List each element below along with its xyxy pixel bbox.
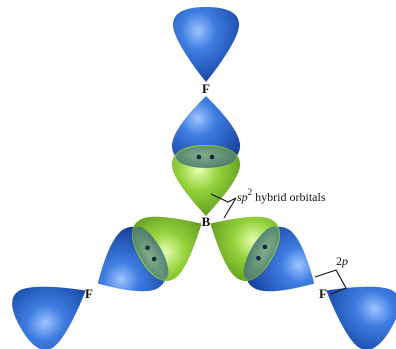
p-orbital-leader-line — [314, 269, 347, 295]
fluorine-top-outer-2p-lobe — [172, 7, 240, 82]
fluorine-top-group — [171, 7, 241, 216]
bond-overlap-top — [176, 146, 236, 168]
fluorine-left-group — [12, 216, 202, 349]
p-orbital-number: 2 — [336, 254, 342, 268]
p-orbital-letter: p — [341, 254, 348, 268]
boron-label: B — [202, 214, 211, 229]
hybrid-prefix: sp — [237, 190, 248, 204]
bond-electron-dot — [262, 244, 268, 250]
fluorine-left-outer-2p-lobe — [12, 286, 86, 349]
p-orbital-annotation: 2p — [336, 254, 348, 268]
fluorine-right-group — [210, 216, 396, 349]
bond-electron-dot — [256, 255, 261, 261]
hybrid-superscript: 2 — [248, 187, 253, 197]
bond-electron-dot — [145, 245, 150, 251]
fluorine-right-label: F — [319, 286, 327, 301]
bond-electron-dot — [196, 154, 202, 160]
bond-electron-dot — [151, 256, 157, 262]
bond-overlap-left — [132, 226, 169, 280]
bond-electron-dot — [209, 154, 215, 160]
fluorine-right-outer-2p-lobe — [326, 286, 396, 349]
fluorine-top-label: F — [202, 81, 210, 96]
hybrid-suffix: hybrid orbitals — [252, 190, 326, 204]
fluorine-left-label: F — [85, 286, 93, 301]
hybrid-orbitals-annotation: sp2 hybrid orbitals — [237, 187, 326, 204]
bond-overlap-right — [243, 226, 280, 280]
hybrid-orbitals-leader-line — [210, 193, 237, 219]
